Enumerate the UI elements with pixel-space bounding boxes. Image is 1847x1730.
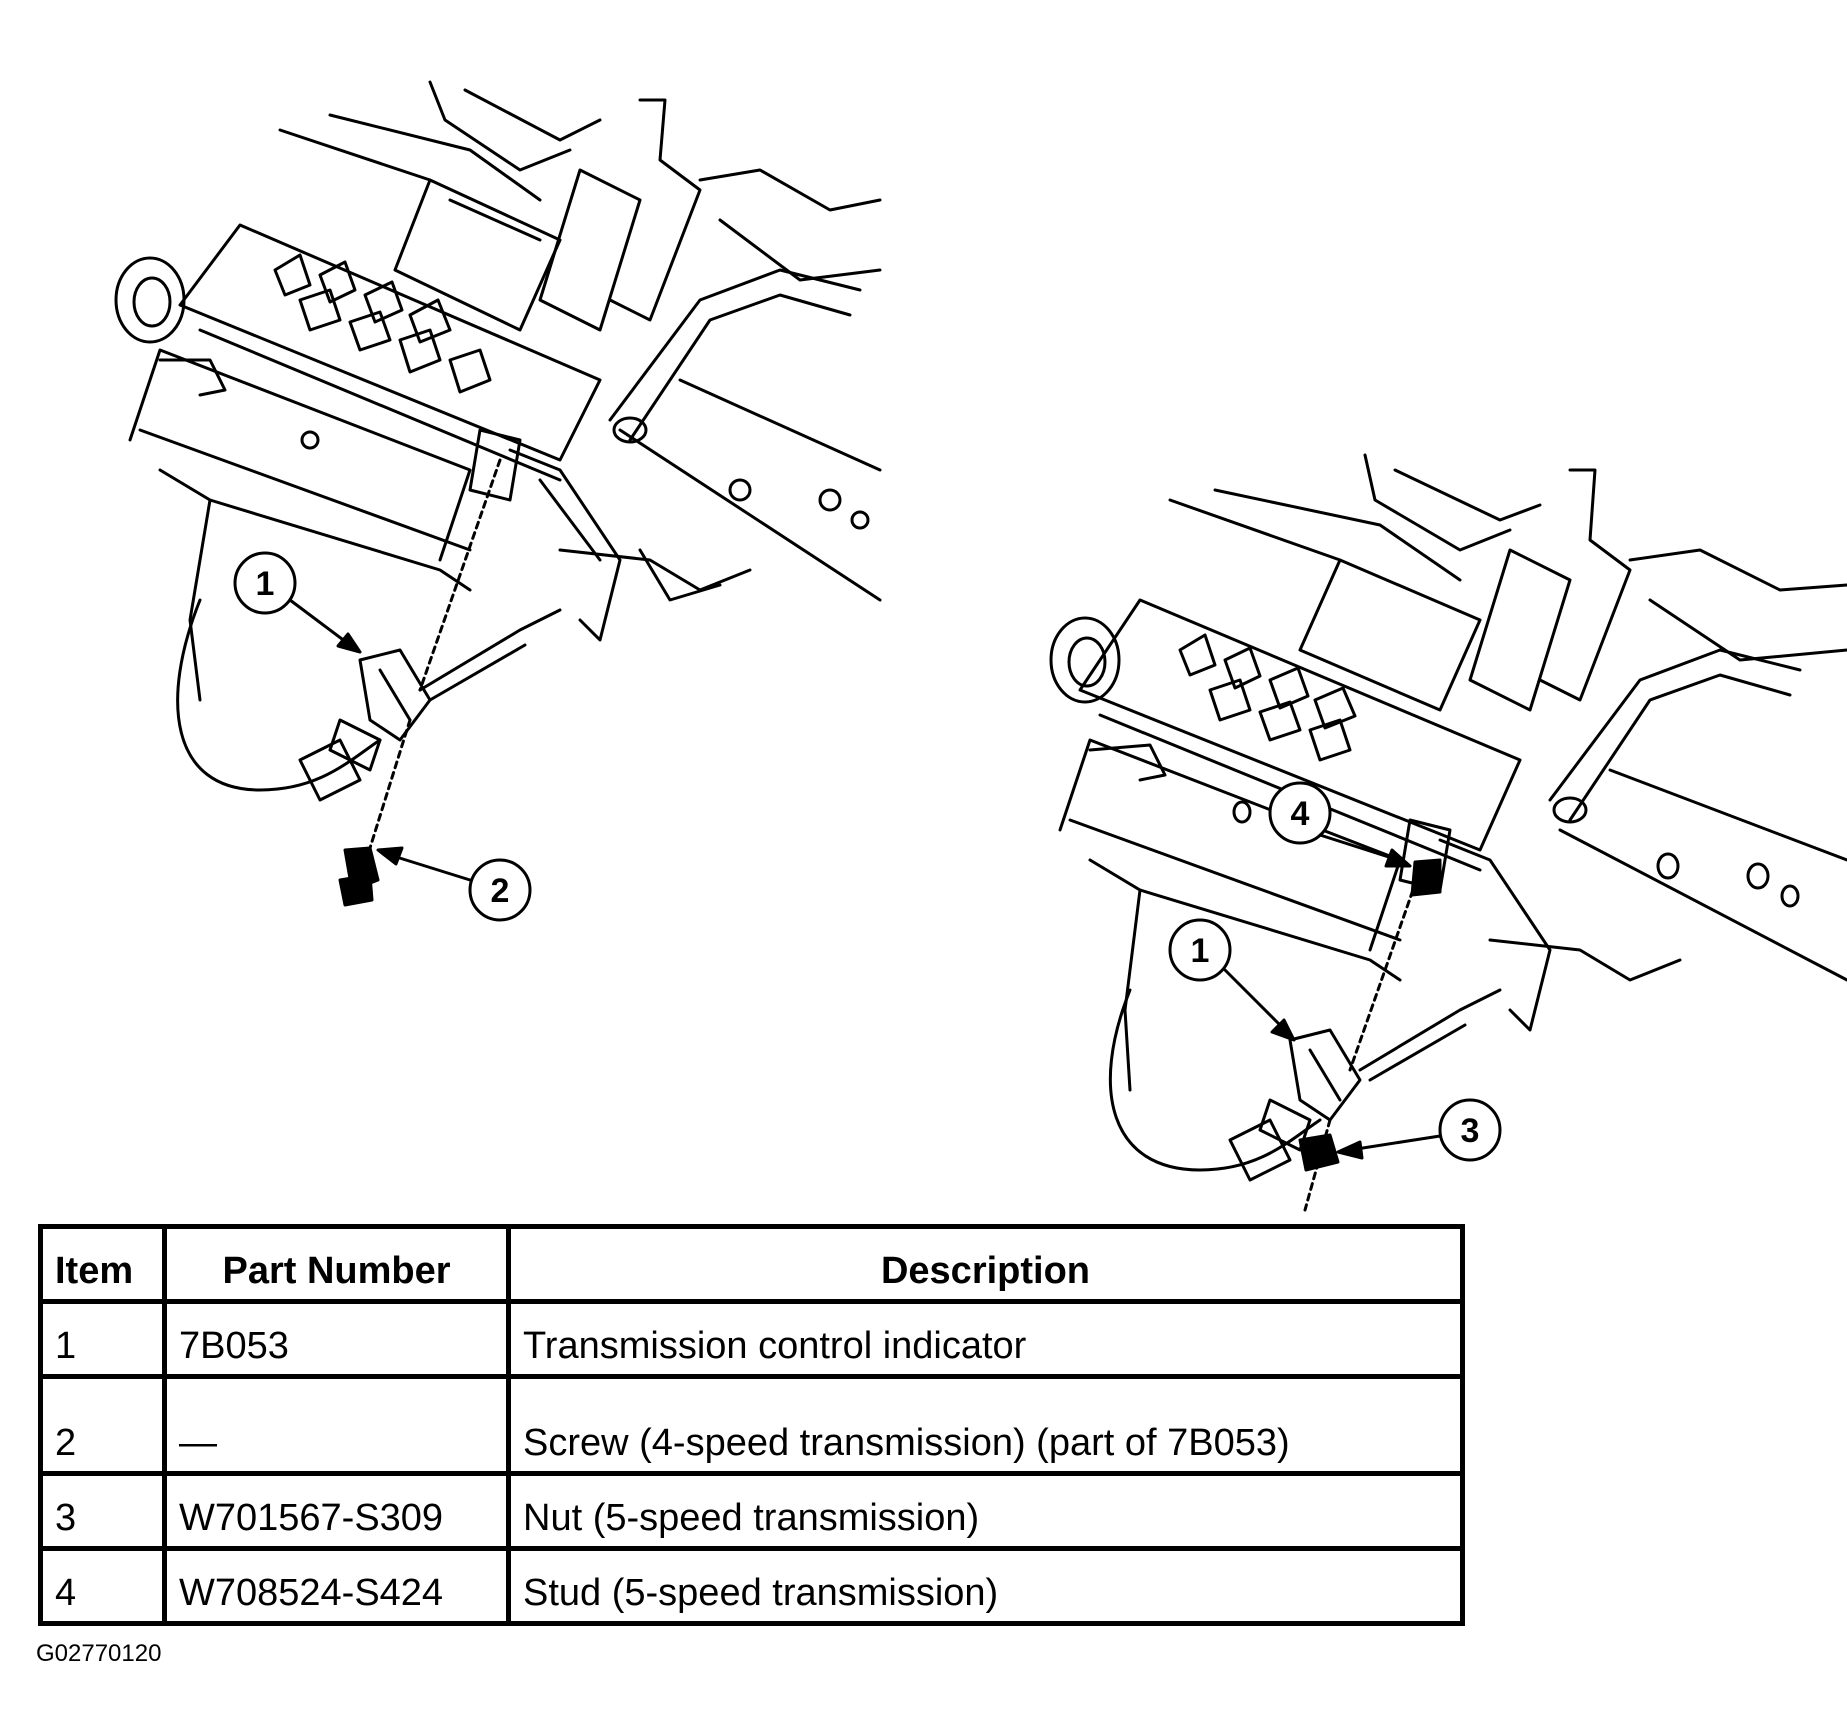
row-description: Nut (5-speed transmission) [506, 1471, 1465, 1551]
header-description: Description [506, 1224, 1465, 1304]
row-item: 2 [38, 1374, 167, 1476]
row-description: Stud (5-speed transmission) [506, 1546, 1465, 1626]
left-callout-2-circle [468, 858, 532, 922]
left-callout-2-arrowhead [376, 846, 404, 866]
left-callout-1-circle [233, 551, 297, 615]
right-callout-3-leader [1348, 1134, 1442, 1152]
left-assembly-illustration [114, 80, 882, 907]
left-callout-2: 2 [491, 872, 510, 910]
right-callout-1-arrowhead [1270, 1018, 1296, 1042]
figure-code: G02770120 [36, 1640, 162, 1667]
row-item: 1 [38, 1299, 167, 1379]
right-callout-1: 1 [1191, 932, 1210, 970]
header-part-number: Part Number [162, 1224, 511, 1304]
right-callout-1-circle [1168, 918, 1232, 982]
row-part-number: — [162, 1374, 511, 1476]
exploded-view-diagram: 1 2 [114, 80, 1847, 1212]
row-item: 4 [38, 1546, 167, 1626]
right-callout-4-leader [1318, 833, 1400, 862]
right-callout-4-circle [1268, 781, 1332, 845]
table-row: 2 — Screw (4-speed transmission) (part o… [38, 1374, 1465, 1476]
parts-table: Item Part Number Description 1 7B053 Tra… [38, 1224, 1465, 1626]
left-callout-1-arrowhead [336, 632, 362, 654]
table-row: 3 W701567-S309 Nut (5-speed transmission… [38, 1471, 1465, 1551]
parts-table-header-row: Item Part Number Description [38, 1224, 1465, 1304]
left-callout-1-leader [288, 598, 352, 647]
right-callout-1-leader [1223, 968, 1287, 1032]
row-item: 3 [38, 1471, 167, 1551]
row-description: Transmission control indicator [506, 1299, 1465, 1379]
right-callout-3-arrowhead [1336, 1140, 1364, 1160]
header-item: Item [38, 1224, 167, 1304]
row-description: Screw (4-speed transmission) (part of 7B… [506, 1374, 1465, 1476]
row-part-number: W708524-S424 [162, 1546, 511, 1626]
row-part-number: W701567-S309 [162, 1471, 511, 1551]
left-callout-1: 1 [256, 565, 275, 603]
table-row: 4 W708524-S424 Stud (5-speed transmissio… [38, 1546, 1465, 1626]
right-callout-4-arrowhead [1384, 848, 1412, 868]
right-callout-3-circle [1438, 1098, 1502, 1162]
right-callout-3: 3 [1461, 1112, 1480, 1150]
right-assembly-illustration [1049, 453, 1847, 1212]
row-part-number: 7B053 [162, 1299, 511, 1379]
table-row: 1 7B053 Transmission control indicator [38, 1299, 1465, 1379]
right-callout-4: 4 [1291, 795, 1310, 833]
left-callout-2-leader [388, 853, 472, 882]
